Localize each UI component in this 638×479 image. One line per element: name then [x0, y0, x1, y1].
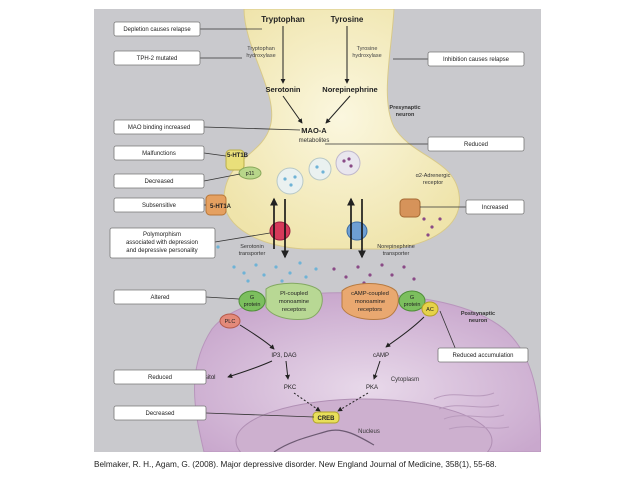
left-label-reduced-inositol: Reduced	[148, 375, 172, 381]
sert-label-1: Serotonin	[240, 244, 264, 250]
mao-a-label: MAO-A	[301, 126, 327, 135]
pkc-to-creb-arrow	[293, 392, 321, 412]
ip3-to-pkc-arrow	[285, 360, 291, 380]
plc-label: PLC	[225, 319, 236, 325]
metabolites-label: metabolites	[299, 138, 330, 144]
depression-mechanism-diagram: Tryptophan Tyrosine Tryptophan hydroxyla…	[94, 9, 541, 452]
creb-label: CREB	[317, 416, 335, 422]
pi-label-2: monoamine	[279, 299, 309, 305]
left-label-malfunctions: Malfunctions	[142, 151, 176, 157]
nucleus-label: Nucleus	[358, 429, 380, 435]
postsynaptic-label-2: neuron	[469, 318, 488, 324]
left-label-depletion: Depletion causes relapse	[123, 27, 191, 33]
left-label-polymorphism-3: and depressive personality	[126, 248, 197, 254]
creb-protein	[312, 411, 340, 424]
presynaptic-label-1: Presynaptic	[389, 105, 420, 111]
pkc-label: PKC	[284, 385, 297, 391]
ip3-dag-label: IP3, DAG	[271, 353, 297, 359]
camp-label-2: monoamine	[355, 299, 385, 305]
th-label-1: Tyrosine	[357, 46, 378, 52]
plc-to-ip3-arrow	[239, 324, 275, 350]
pka-label: PKA	[366, 385, 378, 391]
pi-coupled-receptors	[265, 282, 323, 320]
right-g-protein-label-2: protein	[404, 302, 421, 308]
endoplasmic-reticulum	[433, 392, 510, 430]
left-label-polymorphism-1: Polymorphism	[143, 232, 181, 238]
norepinephrine-transporter	[346, 221, 368, 241]
tph-label-1: Tryptophan	[247, 46, 275, 52]
left-label-decreased-p11: Decreased	[144, 179, 173, 185]
p11-label: p11	[246, 171, 255, 177]
5ht1b-receptor	[225, 149, 245, 171]
camp-coupled-receptors	[341, 283, 399, 320]
tyrosine-label: Tyrosine	[331, 15, 364, 24]
alpha2-label-2: receptor	[423, 180, 443, 186]
ip3-to-inositol-arrow	[227, 360, 273, 379]
norepinephrine-label: Norepinephrine	[322, 85, 377, 94]
ne-to-mao-arrow	[325, 95, 351, 124]
pi-label-3: receptors	[282, 307, 306, 313]
ac-label: AC	[426, 307, 434, 313]
sert-label-2: transporter	[239, 251, 266, 257]
pka-to-creb-arrow	[337, 392, 369, 412]
ac-enzyme	[421, 301, 439, 317]
5ht1b-label: 5-HT1B	[227, 153, 249, 159]
camp-label-3: receptors	[358, 307, 382, 313]
pi-label-1: PI-coupled	[280, 291, 308, 297]
right-annotation-boxes	[427, 51, 529, 363]
alpha2-receptor	[399, 198, 421, 218]
left-label-tph2: TPH-2 mutated	[137, 56, 178, 62]
ac-to-camp-arrow	[385, 316, 425, 348]
th-label-2: hydroxylase	[352, 53, 381, 59]
left-g-protein-label-1: G	[250, 295, 254, 301]
camp-to-pka-arrow	[372, 360, 381, 380]
figure-caption: Belmaker, R. H., Agam, G. (2008). Major …	[94, 460, 497, 469]
left-annotation-boxes	[109, 21, 216, 421]
right-label-reduced-accumulation: Reduced accumulation	[452, 353, 513, 359]
postsynaptic-label-1: Postsynaptic	[461, 311, 495, 317]
tph-label-2: hydroxylase	[246, 53, 275, 59]
presynaptic-label-2: neuron	[396, 112, 415, 118]
plc-enzyme	[219, 313, 241, 329]
net-label-2: transporter	[383, 251, 410, 257]
left-label-mao: MAO binding increased	[128, 125, 190, 131]
5ht1a-label: 5-HT1A	[210, 204, 232, 210]
right-label-increased: Increased	[482, 205, 508, 211]
left-label-decreased-creb: Decreased	[145, 411, 174, 417]
net-label-1: Norepinephrine	[377, 244, 415, 250]
right-g-protein-label-1: G	[410, 295, 414, 301]
left-g-protein-label-2: protein	[244, 302, 261, 308]
serotonin-label: Serotonin	[266, 85, 301, 94]
serotonin-to-mao-arrow	[282, 95, 303, 124]
left-label-altered: Altered	[150, 295, 169, 301]
dna-strand	[273, 429, 375, 452]
p11-protein	[238, 166, 262, 180]
synaptic-vesicles	[276, 150, 361, 195]
norepinephrine-molecules	[332, 217, 442, 285]
left-label-subsensitive: Subsensitive	[142, 203, 177, 209]
nucleus	[235, 398, 493, 452]
right-label-reduced-mao: Reduced	[464, 142, 488, 148]
camp-label-1: cAMP-coupled	[351, 291, 389, 297]
serotonin-transporter	[269, 221, 291, 241]
left-g-protein	[238, 290, 266, 312]
right-label-inhibition: Inhibition causes relapse	[443, 57, 510, 63]
tryptophan-label: Tryptophan	[261, 15, 305, 24]
left-label-polymorphism-2: associated with depression	[126, 240, 198, 246]
alpha2-label-1: α2-Adrenergic	[416, 173, 451, 179]
camp-signal-label: cAMP	[373, 353, 389, 359]
right-g-protein	[398, 290, 426, 312]
cytoplasm-label: Cytoplasm	[391, 377, 419, 383]
